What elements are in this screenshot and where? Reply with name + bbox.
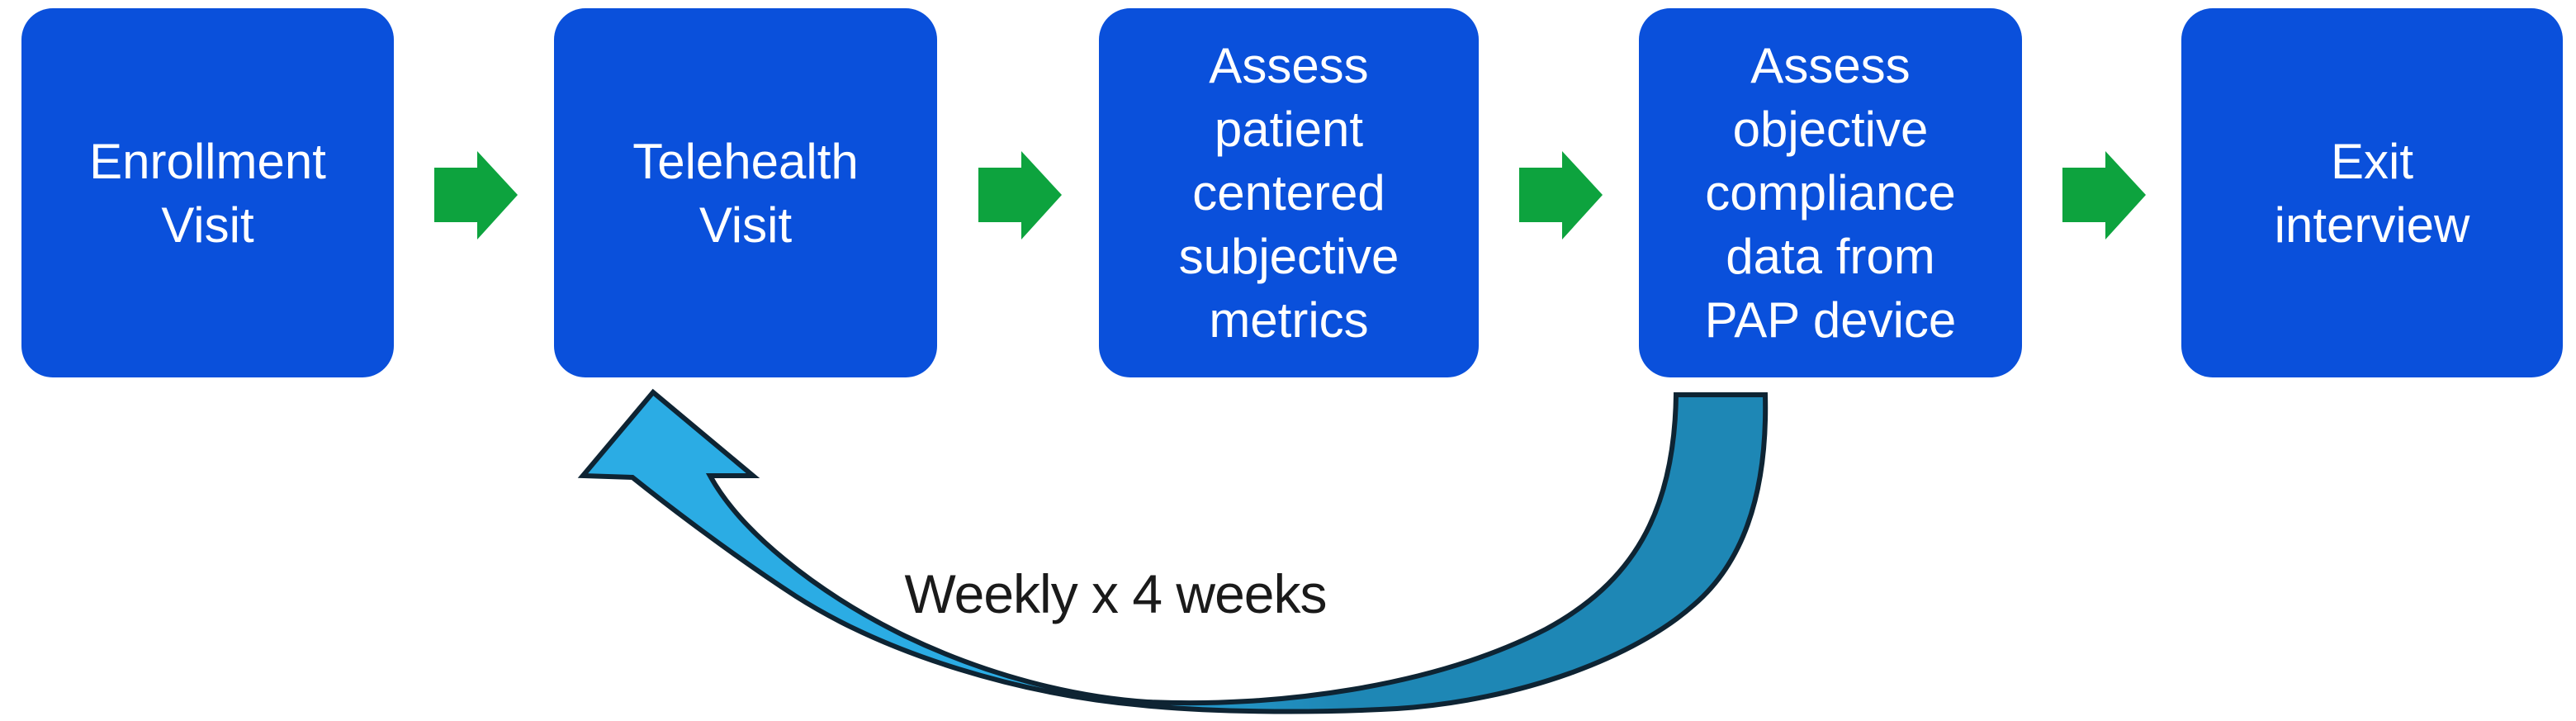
forward-arrow-icon bbox=[434, 151, 518, 240]
loop-arrow-shape bbox=[577, 388, 1769, 714]
forward-arrow-icon bbox=[978, 151, 1062, 240]
flow-box-label: Enrollment Visit bbox=[89, 133, 326, 253]
flow-box-label: Assess objective compliance data from PA… bbox=[1704, 38, 1957, 348]
forward-arrow-icon bbox=[2062, 151, 2146, 240]
flow-box-label: Telehealth Visit bbox=[632, 133, 859, 253]
flow-box-enrollment-visit: Enrollment Visit bbox=[21, 8, 394, 377]
flow-box-label: Exit interview bbox=[2274, 133, 2470, 253]
forward-arrow-icon bbox=[1519, 151, 1603, 240]
flow-box-subjective-metrics: Assess patient centered subjective metri… bbox=[1099, 8, 1479, 377]
flow-box-objective-compliance: Assess objective compliance data from PA… bbox=[1639, 8, 2022, 377]
flow-box-telehealth-visit: Telehealth Visit bbox=[554, 8, 937, 377]
flow-box-exit-interview: Exit interview bbox=[2181, 8, 2563, 377]
loop-arrow-label: Weekly x 4 weeks bbox=[904, 563, 1328, 624]
flow-box-label: Assess patient centered subjective metri… bbox=[1178, 38, 1399, 348]
